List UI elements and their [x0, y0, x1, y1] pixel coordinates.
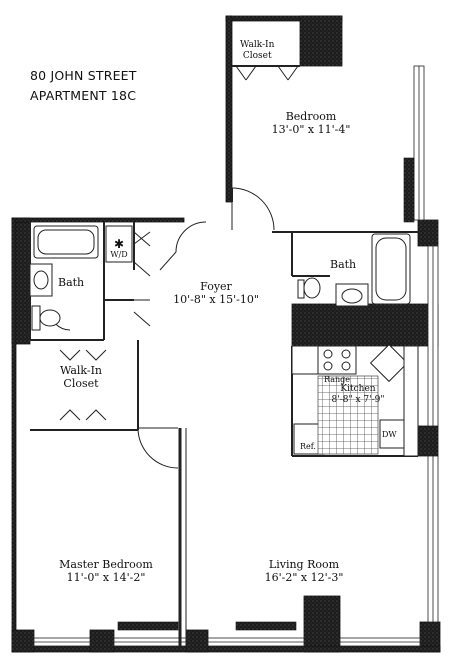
master-bedroom-dims: 11'-0" x 14'-2"	[66, 571, 146, 584]
street-address: 80 JOHN STREET	[30, 68, 137, 83]
wd-label: ✱ W/D	[106, 238, 132, 259]
dw-label: DW	[382, 430, 397, 439]
kitchen-name: Kitchen	[340, 384, 376, 394]
closet-top-line2: Closet	[242, 51, 272, 61]
foyer-label: Foyer 10'-8" x 15'-10"	[158, 280, 274, 306]
bedroom-dims: 13'-0" x 11'-4"	[271, 123, 351, 136]
asterisk-icon: ✱	[113, 237, 125, 251]
interior-walls	[29, 65, 420, 646]
bath-right-name: Bath	[330, 258, 357, 271]
exterior-walls	[11, 15, 441, 653]
foyer-name: Foyer	[200, 280, 232, 293]
kitchen-label: Kitchen 8'-8" x 7'-9"	[320, 384, 396, 406]
ref-name: Ref.	[300, 442, 316, 451]
radiators	[117, 157, 415, 631]
bedroom-name: Bedroom	[285, 110, 337, 123]
walkin-closet-left-label: Walk-In Closet	[56, 364, 106, 390]
living-room-name: Living Room	[268, 558, 340, 571]
range-label: Range	[324, 375, 350, 384]
kitchen-dims: 8'-8" x 7'-9"	[331, 395, 385, 405]
bedroom-label: Bedroom 13'-0" x 11'-4"	[256, 110, 366, 136]
closet-left-line2: Closet	[63, 377, 99, 390]
ref-label: Ref.	[300, 442, 316, 451]
walkin-closet-top-label: Walk-In Closet	[240, 40, 274, 62]
bath-left-name: Bath	[58, 276, 85, 289]
closet-left-line1: Walk-In	[59, 364, 103, 377]
bath-right-label: Bath	[330, 258, 356, 271]
windows	[33, 65, 439, 647]
kitchen-tile-floor	[317, 375, 379, 455]
living-room-dims: 16'-2" x 12'-3"	[264, 571, 344, 584]
range-name: Range	[324, 375, 350, 384]
closet-top-line1: Walk-In	[240, 40, 275, 50]
living-room-label: Living Room 16'-2" x 12'-3"	[246, 558, 362, 584]
dw-name: DW	[382, 430, 397, 439]
bath-left-label: Bath	[58, 276, 84, 289]
master-bedroom-name: Master Bedroom	[59, 558, 153, 571]
apartment-number: APARTMENT 18C	[30, 88, 137, 103]
apartment-header: 80 JOHN STREET APARTMENT 18C	[30, 66, 137, 106]
foyer-dims: 10'-8" x 15'-10"	[173, 293, 259, 306]
master-bedroom-label: Master Bedroom 11'-0" x 14'-2"	[48, 558, 164, 584]
wd-name: W/D	[110, 250, 128, 259]
